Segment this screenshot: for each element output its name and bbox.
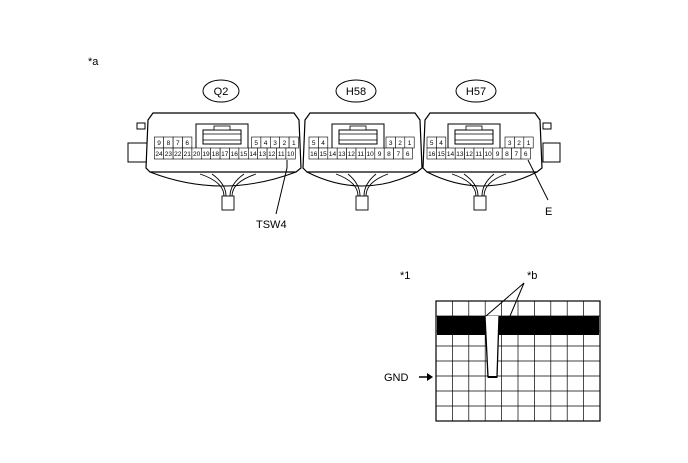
pin-label-h58: 10 [366, 151, 374, 158]
pin-label-h58: 13 [338, 151, 346, 158]
pin-label-h57: 9 [496, 151, 500, 158]
pin-label-h58: 11 [357, 151, 364, 158]
pin-label-q2: 17 [221, 151, 229, 158]
pin-label-q2: 22 [174, 151, 182, 158]
right-clip [542, 122, 552, 130]
connector-label-q2-text: Q2 [214, 86, 229, 98]
pin-label-h57: 10 [484, 151, 492, 158]
connector-label-h57: H57 [455, 79, 497, 103]
latch-q2 [195, 123, 249, 153]
pin-label-h57: 12 [466, 151, 474, 158]
pin-label-h57: 14 [447, 151, 455, 158]
connector-label-h58: H58 [335, 79, 377, 103]
oscilloscope-screen [435, 282, 601, 422]
pin-label-q2: 21 [184, 151, 192, 158]
pin-label-h58: 2 [398, 140, 402, 147]
callout-b-leaders [485, 282, 525, 317]
pin-label-h58: 16 [310, 151, 318, 158]
pin-label-h58: 5 [312, 140, 316, 147]
pin-label-h58: 12 [348, 151, 356, 158]
pin-label-h58: 6 [406, 151, 410, 158]
harness-h57 [451, 173, 507, 211]
connector-label-h58-text: H58 [346, 86, 366, 98]
callout-b: *b [527, 270, 537, 282]
pin-label-q2: 3 [273, 140, 277, 147]
harness-h58 [335, 173, 389, 211]
connector-label-q2: Q2 [202, 79, 240, 103]
pin-label-h57: 7 [514, 151, 518, 158]
pin-label-q2: 16 [231, 151, 239, 158]
pin-label-h58: 1 [408, 140, 412, 147]
pin-label-h58: 15 [319, 151, 327, 158]
pin-label-h57: 13 [456, 151, 464, 158]
pin-label-q2: 5 [254, 140, 258, 147]
pin-label-q2: 18 [212, 151, 220, 158]
signal-waveform [437, 315, 599, 378]
callout-1: *1 [400, 270, 410, 282]
pin-label-h58: 7 [396, 151, 400, 158]
pin-label-h57: 8 [505, 151, 509, 158]
pin-label-q2: 10 [287, 151, 295, 158]
pin-label-h57: 3 [508, 140, 512, 147]
pin-label-h58: 3 [389, 140, 393, 147]
pin-label-q2: 13 [259, 151, 267, 158]
pin-label-h57: 2 [517, 140, 521, 147]
e-leader-line [527, 159, 549, 201]
pin-label-h57: 4 [439, 140, 443, 147]
pin-label-q2: 24 [155, 151, 163, 158]
pin-label-q2: 20 [193, 151, 201, 158]
pin-label-h57: 11 [475, 151, 482, 158]
pin-label-q2: 1 [292, 140, 296, 147]
pin-label-q2: 14 [249, 151, 257, 158]
pin-label-q2: 19 [202, 151, 210, 158]
pin-cell-q2-bottom [285, 147, 296, 160]
pin-cell-h58-bottom [402, 147, 413, 160]
pin-label-q2: 15 [240, 151, 248, 158]
pin-label-q2: 12 [268, 151, 276, 158]
pin-label-q2: 6 [185, 140, 189, 147]
pin-label-h58: 8 [387, 151, 391, 158]
gnd-label: GND [384, 372, 409, 384]
pin-label-h57: 1 [527, 140, 531, 147]
left-clip [136, 122, 146, 130]
tsw4-leader-line [275, 160, 288, 215]
pin-label-q2: 4 [264, 140, 268, 147]
callout-a: *a [88, 56, 99, 68]
pin-label-q2: 9 [157, 140, 161, 147]
pin-label-q2: 2 [283, 140, 287, 147]
left-side-tab [127, 142, 148, 163]
pin-label-q2: 7 [176, 140, 180, 147]
gnd-arrow-icon [419, 373, 433, 381]
pin-label-h58: 9 [378, 151, 382, 158]
pin-label-q2: 11 [278, 151, 285, 158]
e-label: E [545, 206, 552, 218]
pin-label-h58: 14 [329, 151, 337, 158]
pin-label-h57: 15 [437, 151, 445, 158]
pin-label-h57: 6 [524, 151, 528, 158]
tsw4-label: TSW4 [256, 219, 287, 231]
latch-h57 [447, 123, 501, 153]
pin-label-h57: 5 [430, 140, 434, 147]
pin-label-q2: 23 [165, 151, 173, 158]
harness-q2 [199, 173, 257, 211]
pin-label-h58: 4 [321, 140, 325, 147]
right-side-tab [542, 142, 561, 163]
pin-label-h57: 16 [428, 151, 436, 158]
connector-label-h57-text: H57 [466, 86, 486, 98]
pin-cell-h57-bottom [520, 147, 531, 160]
pin-label-q2: 8 [167, 140, 171, 147]
